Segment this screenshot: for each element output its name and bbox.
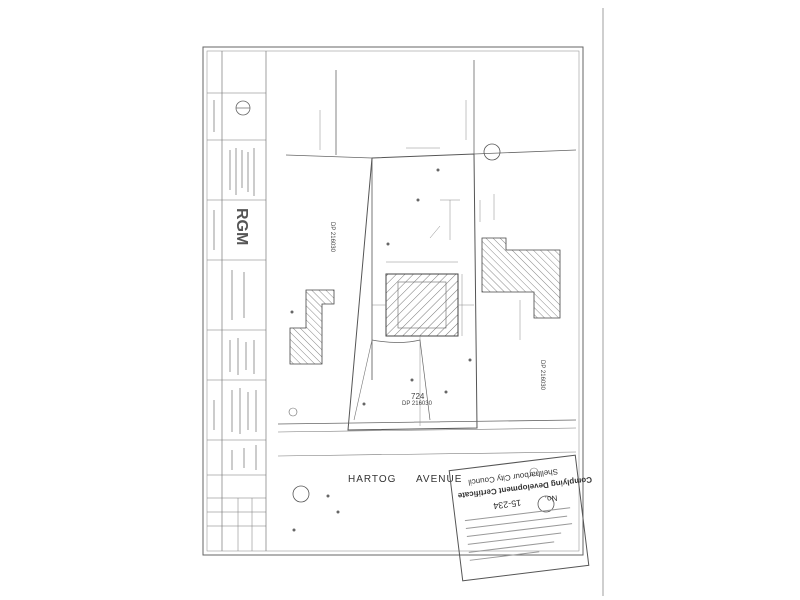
tree-symbol <box>292 485 310 503</box>
neighbour-house-right <box>481 237 561 319</box>
tree-symbol <box>537 495 555 513</box>
council-approval-stamp: Shellharbour City Council Complying Deve… <box>448 454 593 582</box>
neighbour-right-plan: DP 216030 <box>539 360 545 390</box>
sheet-edge <box>602 8 604 596</box>
lot-plan: DP 216030 <box>402 401 432 407</box>
title-block <box>207 51 267 551</box>
street-name-suffix: AVENUE <box>416 474 463 485</box>
lot-number: 724 <box>411 392 425 401</box>
company-logo: RGM <box>233 208 250 246</box>
lot-boundary <box>347 153 478 431</box>
street-name: HARTOG <box>348 474 397 485</box>
neighbour-house-left <box>289 289 335 365</box>
sheet-border <box>202 46 584 556</box>
tree-symbol <box>483 143 501 161</box>
dwelling-footprint <box>385 273 459 337</box>
neighbour-left-plan: DP 216030 <box>329 222 335 252</box>
